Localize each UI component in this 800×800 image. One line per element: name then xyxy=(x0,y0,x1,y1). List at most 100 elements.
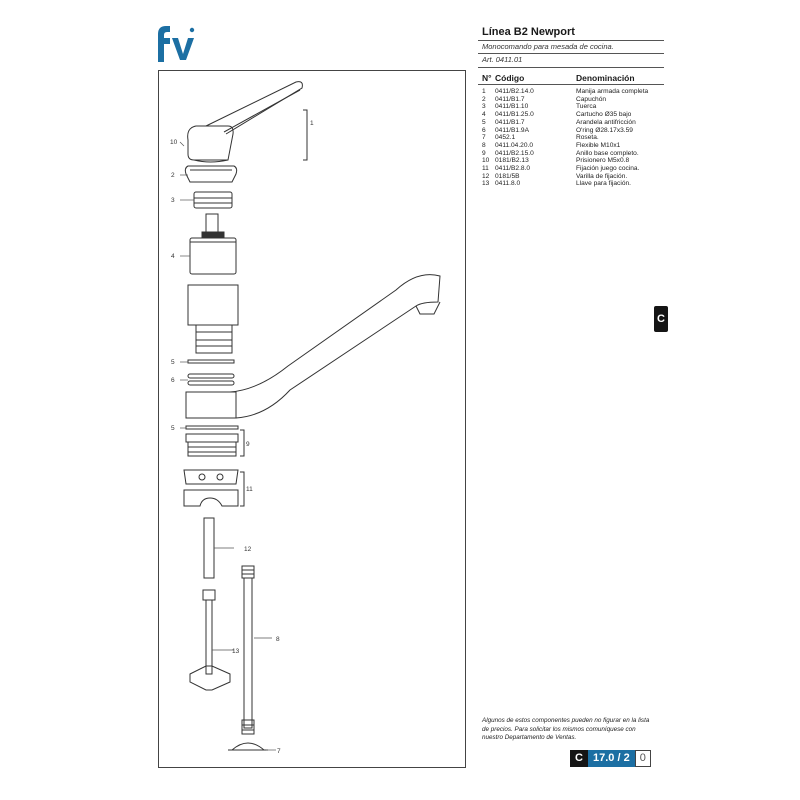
part-name: Manija armada completa xyxy=(576,88,649,95)
table-header-divider xyxy=(478,84,664,85)
parts-table: 1 0411/B2.14.0 Manija armada completa 2 0411… xyxy=(482,88,648,188)
part-number: 7 xyxy=(482,134,486,142)
col-header-num: N° xyxy=(482,73,492,83)
callout-9: 9 xyxy=(246,441,250,448)
part-code: 0411/B1.25.0 xyxy=(495,111,534,119)
part-name: Roseta. xyxy=(576,134,599,142)
part-code: 0411/B2.8.0 xyxy=(495,165,531,173)
subtitle-divider xyxy=(478,53,664,54)
cap xyxy=(184,165,238,183)
fixation-plate-a xyxy=(183,469,239,485)
exploded-view-frame xyxy=(158,70,466,768)
base-ring xyxy=(185,391,237,419)
page-code-suffix: 0 xyxy=(634,750,651,767)
article-number: Art. 0411.01 xyxy=(482,55,523,64)
table-row: 6 0411/B1.9A O'ring Ø28.17x3.59 xyxy=(482,127,648,135)
table-row: 2 0411/B1.7 Capuchón xyxy=(482,96,648,104)
part-name: Anillo base completo. xyxy=(576,149,639,157)
part-number: 11 xyxy=(482,165,489,173)
table-row: 9 0411/B2.15.0 Anillo base completo. xyxy=(482,150,648,158)
part-name: Arandela antifricción xyxy=(576,118,636,126)
fixation-plate-b xyxy=(183,489,239,507)
anillo-base xyxy=(187,441,237,457)
part-code: 0411/B1.9A xyxy=(495,126,529,134)
part-number: 10 xyxy=(482,157,490,165)
part-code: 0411/B1.7 xyxy=(495,95,525,103)
callout-10: 10 xyxy=(170,139,178,146)
callout-1: 1 xyxy=(310,120,314,127)
table-row: 8 0411.04.20.0 Flexible M10x1 xyxy=(482,142,648,150)
rosette xyxy=(230,742,266,751)
part-number: 9 xyxy=(482,149,486,157)
part-code: 0411.04.20.0 xyxy=(495,141,534,149)
flexible-bottom xyxy=(241,719,255,735)
part-number: 5 xyxy=(482,118,486,126)
part-code: 0411/B2.14.0 xyxy=(495,88,534,95)
part-number: 2 xyxy=(482,95,486,103)
part-code: 0411/B1.7 xyxy=(495,118,525,126)
handle-lever xyxy=(205,81,303,135)
part-name: Flexible M10x1 xyxy=(576,141,621,149)
body-top xyxy=(187,284,239,326)
part-code: 0181/B2.13 xyxy=(495,157,529,165)
callout-6: 6 xyxy=(171,377,175,384)
part-number: 8 xyxy=(482,141,486,149)
col-header-code: Código xyxy=(495,73,525,83)
table-row: 5 0411/B1.7 Arandela antifricción xyxy=(482,119,648,127)
page-code-letter: C xyxy=(570,750,588,767)
table-row: 3 0411/B1.10 Tuerca xyxy=(482,103,648,111)
part-number: 4 xyxy=(482,111,486,119)
table-row: 11 0411/B2.8.0 Fijación juego cocina. xyxy=(482,165,648,173)
part-name: Llave para fijación. xyxy=(576,180,631,188)
key-top xyxy=(202,589,216,601)
exploded-diagram: 1 10 2 3 4 5 6 5 9 11 12 13 8 7 xyxy=(170,81,441,755)
callout-13: 13 xyxy=(232,648,240,655)
body-neck xyxy=(195,324,233,354)
part-code: 0411/B2.15.0 xyxy=(495,149,534,157)
callout-5a: 5 xyxy=(171,359,175,366)
handle-lever-edge xyxy=(223,89,301,133)
callout-5b: 5 xyxy=(171,425,175,432)
part-name: Capuchón xyxy=(576,95,607,103)
key-handle xyxy=(189,665,231,691)
oring-a xyxy=(187,373,235,379)
part-name: Varilla de fijación. xyxy=(576,172,628,180)
article-divider xyxy=(478,67,664,68)
key-shaft xyxy=(205,599,213,675)
fv-logo xyxy=(158,26,195,62)
part-code: 0181/5B xyxy=(495,172,520,180)
callout-7: 7 xyxy=(277,748,281,755)
callout-3: 3 xyxy=(171,197,175,204)
callout-11: 11 xyxy=(246,486,253,493)
part-name: Fijación juego cocina. xyxy=(576,165,640,173)
anillo-base-top xyxy=(185,433,239,443)
nut xyxy=(193,191,233,209)
availability-note: Algunos de estos componentes pueden no f… xyxy=(482,717,650,741)
bracket-1 xyxy=(303,109,308,161)
callout-2: 2 xyxy=(171,172,175,179)
handle-body xyxy=(187,125,234,161)
callout-12: 12 xyxy=(244,546,252,553)
page-code-number: 17.0 / 2 xyxy=(588,750,635,767)
part-number: 12 xyxy=(482,172,490,180)
part-code: 0452.1 xyxy=(495,134,516,142)
table-row: 12 0181/5B Varilla de fijación. xyxy=(482,173,648,181)
part-number: 3 xyxy=(482,103,486,111)
flexible-hose xyxy=(243,577,253,729)
callout-8: 8 xyxy=(276,636,280,643)
product-subtitle: Monocomando para mesada de cocina. xyxy=(482,42,614,51)
washer-5b xyxy=(185,425,239,430)
part-number: 6 xyxy=(482,126,486,134)
part-number: 1 xyxy=(482,88,486,95)
handle-base xyxy=(193,159,229,163)
cartridge-stem xyxy=(205,213,219,235)
title-divider xyxy=(478,40,664,41)
part-name: O'ring Ø28.17x3.59 xyxy=(576,126,633,134)
table-row: 7 0452.1 Roseta. xyxy=(482,134,648,142)
oring-b xyxy=(187,380,235,386)
part-code: 0411/B1.10 xyxy=(495,103,529,111)
part-name: Tuerca xyxy=(576,103,597,111)
table-row: 1 0411/B2.14.0 Manija armada completa xyxy=(482,88,648,96)
page-code: C 17.0 / 2 0 xyxy=(570,750,651,767)
